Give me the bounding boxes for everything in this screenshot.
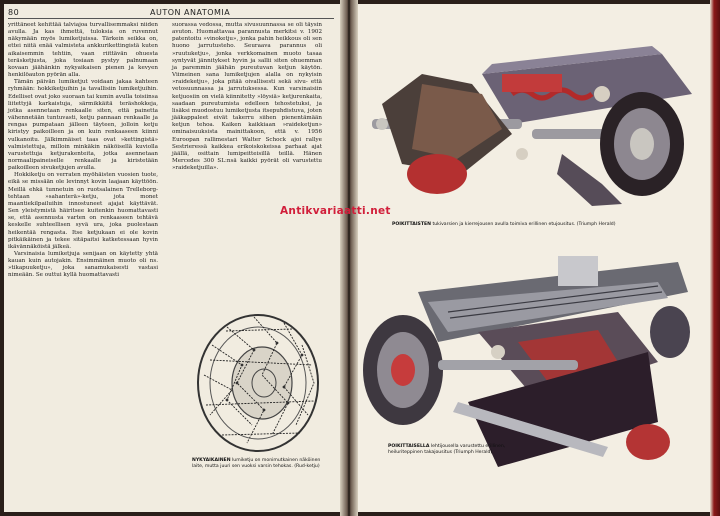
paragraph: yrittäneet kehittää talviajoa turvallise… <box>8 22 158 79</box>
paragraph: Varsinaisia lumiketjuja senijaan on käyt… <box>8 251 158 279</box>
rear-suspension-caption: POIKITTAISELLA lehtijousella varustettu … <box>388 444 518 456</box>
chain-caption: NYKYAIKAINEN lumiketju on monimutkainen … <box>192 458 332 470</box>
caption-text: lehtijousella varustettu erillinen, heil… <box>388 444 506 455</box>
caption-text: tukivarsien ja kierrejousen avulla toimi… <box>432 222 616 227</box>
cover-edge <box>710 0 720 516</box>
caption-text: lumiketju on monimutkainen näköinen lait… <box>192 458 321 469</box>
running-head: AUTON ANATOMIA <box>150 8 231 17</box>
watermark-text: Antikvariaatti.net <box>280 205 391 217</box>
paragraph: suorassa vedossa, mutta sivusuunnassa se… <box>172 22 322 172</box>
front-suspension-illustration <box>372 46 692 206</box>
page-number: 80 <box>8 8 20 17</box>
header-rule <box>8 18 334 19</box>
caption-lead: NYKYAIKAINEN <box>192 458 231 463</box>
caption-lead: POIKITTAISTEN <box>392 222 431 227</box>
left-page <box>4 4 346 512</box>
snow-chain-tire-illustration <box>197 314 319 452</box>
text-column-1: yrittäneet kehittää talviajoa turvallise… <box>8 22 158 502</box>
text-column-2: suorassa vedossa, mutta sivusuunnassa se… <box>172 22 322 292</box>
paragraph: Tämän päivän lumiketjut voidaan jakaa ka… <box>8 79 158 172</box>
paragraph: Hokkiketju on verraten myöhäisten vuosie… <box>8 172 158 250</box>
book-gutter <box>340 0 358 516</box>
front-suspension-caption: POIKITTAISTEN tukivarsien ja kierrejouse… <box>392 222 632 228</box>
rear-suspension-illustration <box>363 256 690 467</box>
caption-lead: POIKITTAISELLA <box>388 444 430 449</box>
